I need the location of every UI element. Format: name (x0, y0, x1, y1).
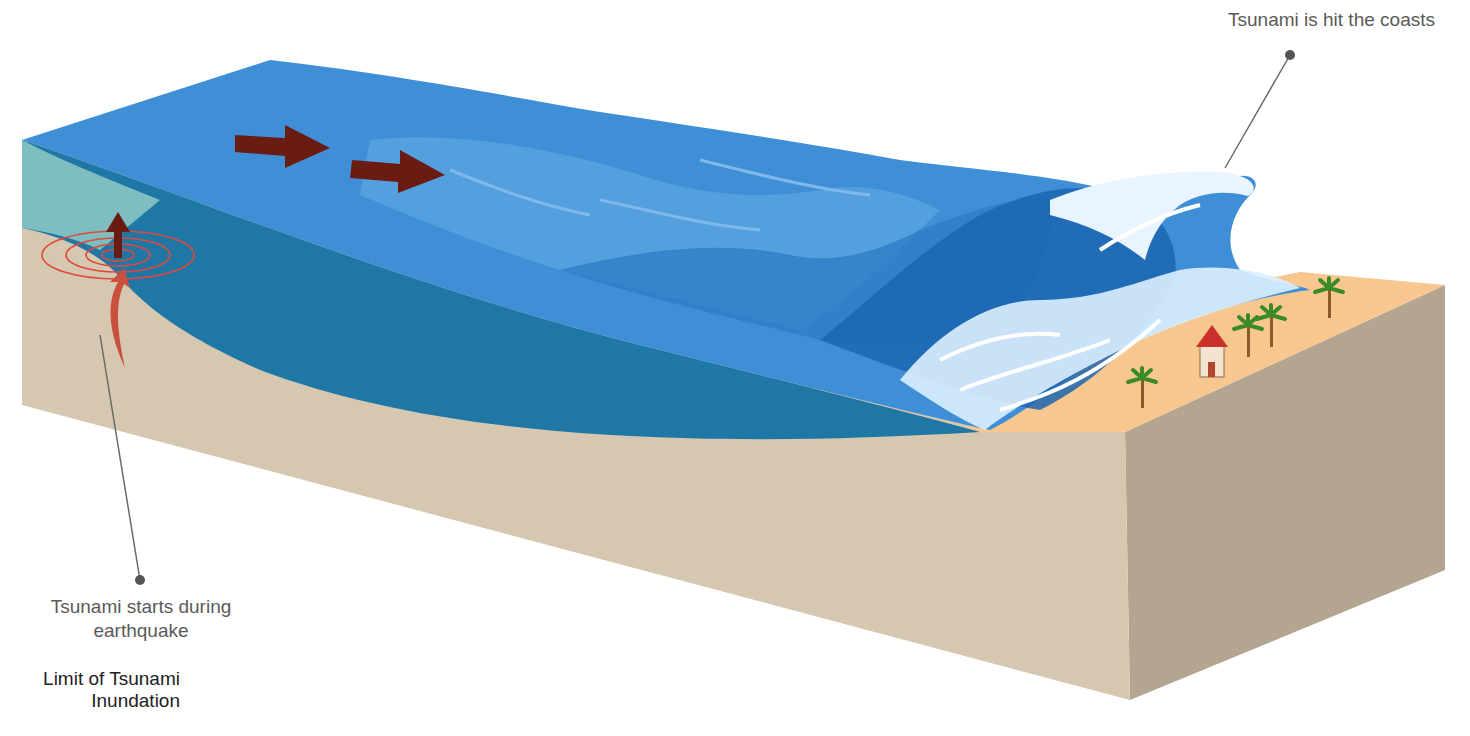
inundation-label: Limit of Tsunami Inundation (20, 668, 180, 712)
uplift-arrow (106, 212, 130, 258)
leader-dot (135, 575, 145, 585)
leader-line (100, 335, 140, 580)
beach-house (1196, 325, 1228, 377)
direction-arrow (350, 150, 445, 193)
callout-label: Tsunami is hit the coasts (1228, 8, 1468, 32)
foam-streak (940, 205, 1200, 410)
leader-line (1225, 55, 1290, 168)
ocean-surface (22, 60, 1310, 430)
water-highlight (450, 160, 870, 230)
callout-label: Tsunami starts during earthquake (6, 595, 276, 643)
direction-arrow (235, 125, 330, 168)
leader-dot (1285, 50, 1295, 60)
palm-tree (1128, 368, 1156, 408)
foam (1050, 172, 1254, 260)
palm-tree (1234, 315, 1262, 357)
palm-tree (1315, 278, 1343, 318)
palm-tree (1257, 305, 1285, 347)
fault-arrow (110, 268, 130, 368)
